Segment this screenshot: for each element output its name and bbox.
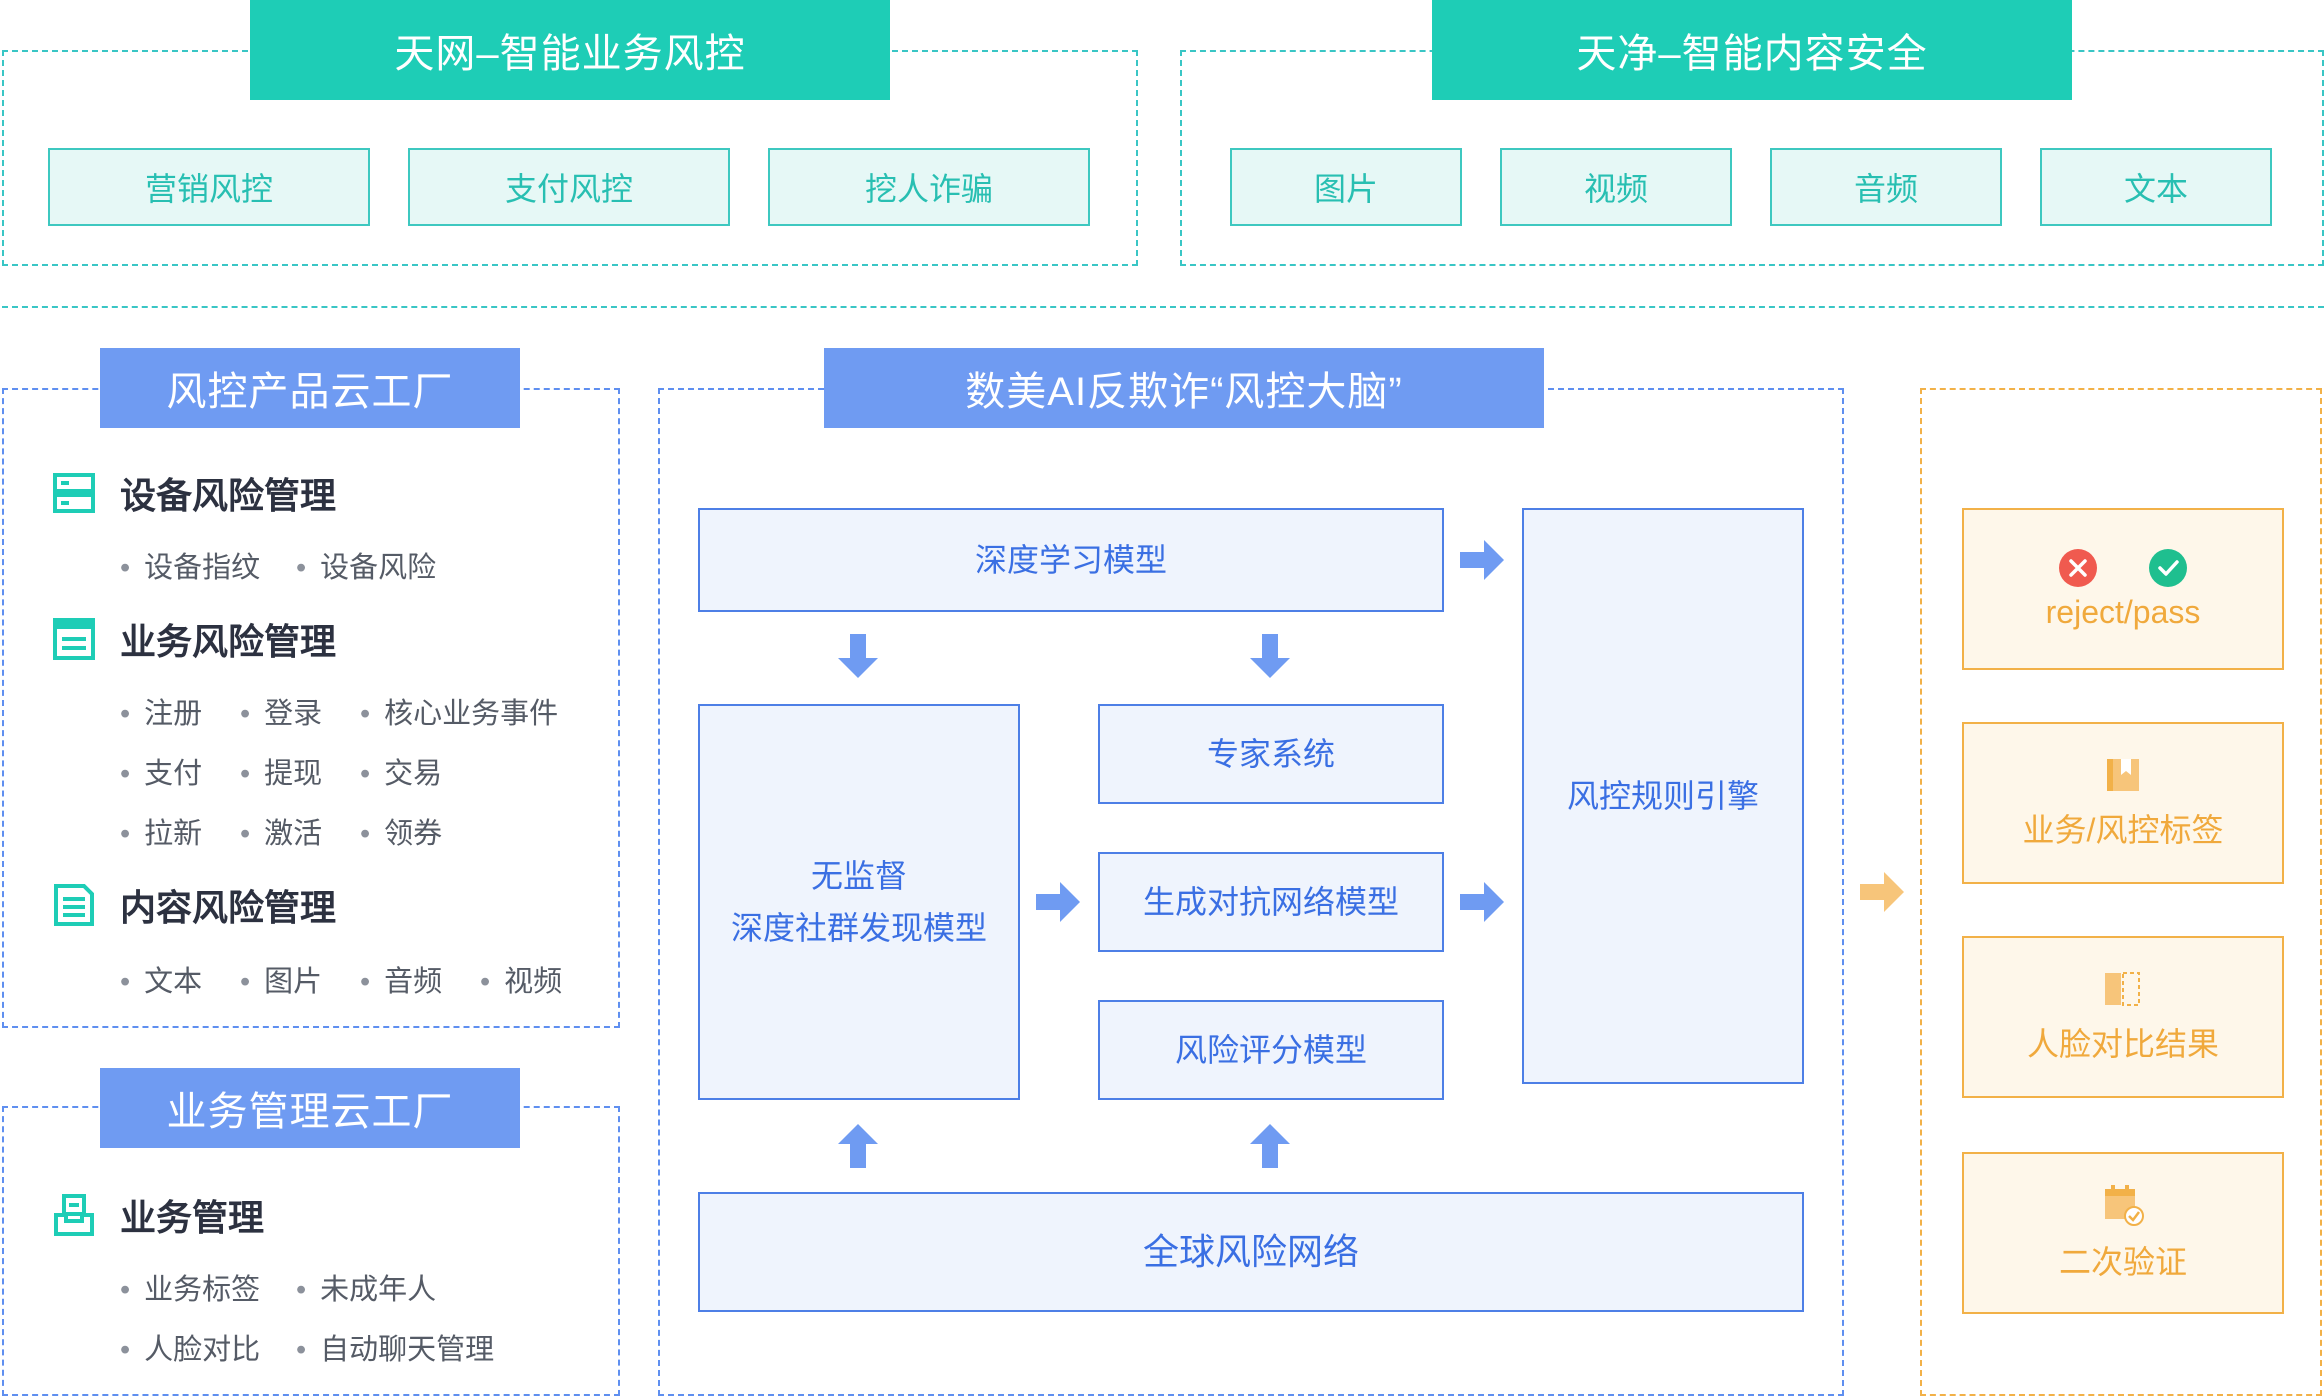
biz-factory-title: 业务管理云工厂 xyxy=(100,1068,520,1148)
gan-model-box[interactable]: 生成对抗网络模型 xyxy=(1098,852,1444,952)
arrow-deep-to-unsupervised xyxy=(838,634,878,678)
bullet-face-compare: 人脸对比 xyxy=(120,1326,260,1368)
output-face-compare-text: 人脸对比结果 xyxy=(2026,1026,2219,1062)
chip-payment-risk[interactable]: 支付风控 xyxy=(408,148,730,226)
output-face-compare[interactable]: 人脸对比结果 xyxy=(1962,936,2284,1098)
content-risk-title: 内容风险管理 xyxy=(120,887,337,928)
face-compare-icon xyxy=(2105,972,2140,1006)
label-icon xyxy=(2107,759,2139,791)
reject-pass-icons xyxy=(2058,548,2188,588)
bullet-content-image: 图片 xyxy=(240,958,322,1000)
bullet-core-event: 核心业务事件 xyxy=(360,690,558,732)
global-network-box[interactable]: 全球风险网络 xyxy=(698,1192,1804,1312)
arrow-brain-to-outputs xyxy=(1860,872,1904,912)
biz-mgmt-title: 业务管理 xyxy=(120,1197,265,1238)
bullet-biz-label: 业务标签 xyxy=(120,1266,260,1308)
bullet-withdraw: 提现 xyxy=(240,750,322,792)
bullet-register: 注册 xyxy=(120,690,202,732)
arrow-network-to-unsupervised xyxy=(838,1124,878,1168)
server-icon xyxy=(53,473,95,513)
rule-engine-box[interactable]: 风控规则引擎 xyxy=(1522,508,1804,1084)
list-window-icon xyxy=(53,618,95,660)
chip-text[interactable]: 文本 xyxy=(2040,148,2272,226)
section-divider xyxy=(2,306,2324,308)
output-secondary-verify[interactable]: 二次验证 xyxy=(1962,1152,2284,1314)
expert-system-box[interactable]: 专家系统 xyxy=(1098,704,1444,804)
bullet-minor: 未成年人 xyxy=(296,1266,436,1308)
bullet-content-text: 文本 xyxy=(120,958,202,1000)
chip-poach-fraud[interactable]: 挖人诈骗 xyxy=(768,148,1090,226)
chip-image[interactable]: 图片 xyxy=(1230,148,1462,226)
output-label[interactable]: 业务/风控标签 xyxy=(1962,722,2284,884)
device-risk-heading: 设备风险管理 xyxy=(52,468,336,518)
top-right-title: 天净–智能内容安全 xyxy=(1432,0,2072,100)
bullet-auto-chat: 自动聊天管理 xyxy=(296,1326,494,1368)
bullet-login: 登录 xyxy=(240,690,322,732)
unsupervised-line1: 无监督 xyxy=(810,858,907,894)
chip-marketing-risk[interactable]: 营销风控 xyxy=(48,148,370,226)
document-icon xyxy=(54,884,94,926)
factory-title: 风控产品云工厂 xyxy=(100,348,520,428)
bullet-content-video: 视频 xyxy=(480,958,562,1000)
chip-audio[interactable]: 音频 xyxy=(1770,148,2002,226)
bullet-trade: 交易 xyxy=(360,750,442,792)
bullet-acquire: 拉新 xyxy=(120,810,202,852)
unsupervised-box[interactable]: 无监督 深度社群发现模型 xyxy=(698,704,1020,1100)
reject-icon xyxy=(2059,548,2097,587)
content-risk-heading: 内容风险管理 xyxy=(52,880,336,930)
arrow-network-to-risk-score xyxy=(1250,1124,1290,1168)
top-left-title: 天网–智能业务风控 xyxy=(250,0,890,100)
business-risk-heading: 业务风险管理 xyxy=(52,614,336,664)
arrow-unsupervised-to-gan xyxy=(1036,882,1080,922)
output-secondary-verify-text: 二次验证 xyxy=(2058,1244,2187,1280)
risk-score-box[interactable]: 风险评分模型 xyxy=(1098,1000,1444,1100)
biz-mgmt-heading: 业务管理 xyxy=(52,1190,264,1240)
outputs-panel xyxy=(1920,388,2322,1396)
bullet-coupon: 领券 xyxy=(360,810,442,852)
deep-learning-box[interactable]: 深度学习模型 xyxy=(698,508,1444,612)
device-risk-title: 设备风险管理 xyxy=(120,475,337,516)
chip-video[interactable]: 视频 xyxy=(1500,148,1732,226)
output-reject-pass[interactable]: reject/pass xyxy=(1962,508,2284,670)
bullet-device-risk: 设备风险 xyxy=(296,544,436,586)
arrow-deep-to-rule xyxy=(1460,540,1504,580)
bullet-content-audio: 音频 xyxy=(360,958,442,1000)
inbox-icon xyxy=(54,1194,94,1236)
bullet-device-fingerprint: 设备指纹 xyxy=(120,544,260,586)
brain-title: 数美AI反欺诈“风控大脑” xyxy=(824,348,1544,428)
bullet-activate: 激活 xyxy=(240,810,322,852)
calendar-check-icon xyxy=(2105,1185,2144,1226)
output-label-text: 业务/风控标签 xyxy=(2022,812,2224,848)
output-reject-pass-label: reject/pass xyxy=(2045,593,2201,630)
pass-icon xyxy=(2149,548,2187,587)
business-risk-title: 业务风险管理 xyxy=(120,621,337,662)
arrow-gan-to-rule xyxy=(1460,882,1504,922)
unsupervised-line2: 深度社群发现模型 xyxy=(730,910,987,946)
bullet-pay: 支付 xyxy=(120,750,202,792)
arrow-deep-to-expert xyxy=(1250,634,1290,678)
